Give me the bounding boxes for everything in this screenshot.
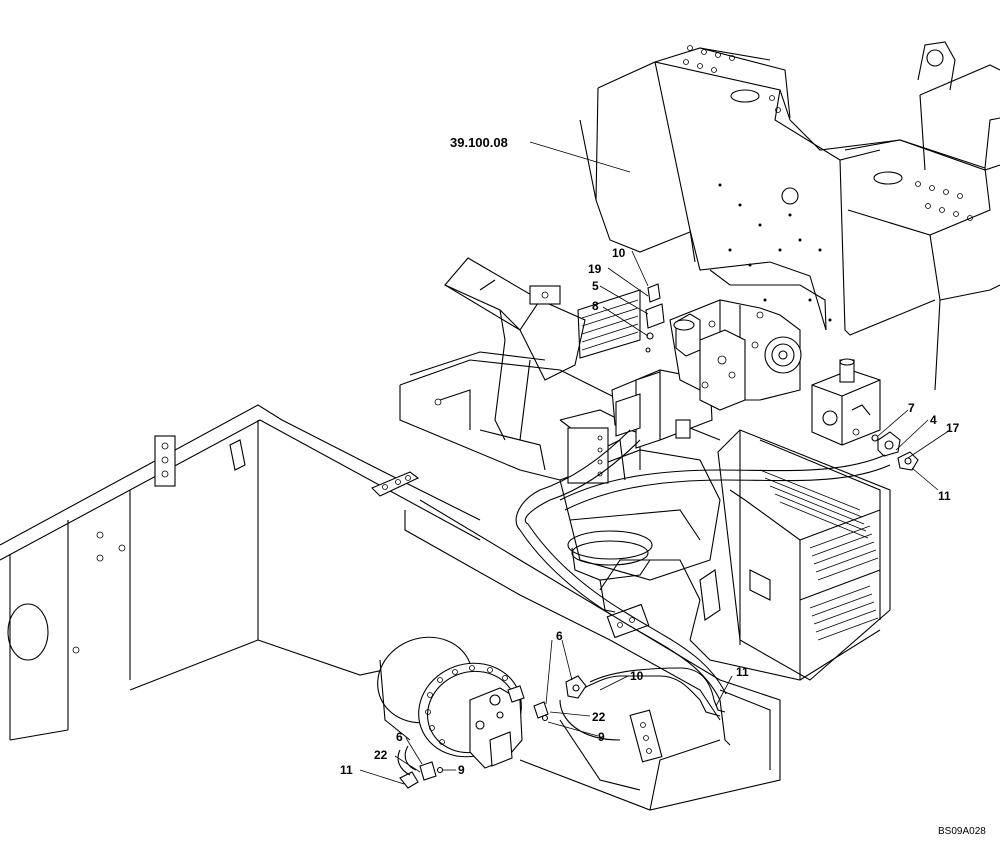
callout-9-left: 9 [458, 763, 465, 777]
callout-8: 8 [592, 299, 599, 313]
left-frame [0, 404, 481, 741]
lower-frame [404, 499, 881, 811]
hydraulic-hoses [515, 429, 891, 741]
callout-9-right: 9 [598, 730, 605, 744]
valve-block [811, 358, 881, 446]
callout-4: 4 [930, 413, 937, 427]
swing-housing [559, 449, 721, 613]
section-reference: 39.100.08 [450, 135, 508, 150]
callout-10-upper: 10 [612, 246, 626, 260]
callout-22-right: 22 [592, 710, 606, 724]
step-structure [699, 429, 891, 681]
pump-fittings [645, 283, 665, 353]
callout-11-upper: 11 [938, 489, 951, 503]
lower-fittings [397, 675, 587, 789]
callout-11-lower: 11 [340, 763, 353, 777]
leader-lines [359, 141, 951, 785]
drawing-code: BS09A028 [938, 826, 986, 837]
callout-7: 7 [908, 401, 915, 415]
hydraulic-pump [611, 269, 827, 449]
travel-motor [377, 636, 525, 769]
callout-10-lower: 10 [630, 669, 644, 683]
central-deck [399, 257, 721, 484]
callout-6-right: 6 [556, 629, 563, 643]
callout-5: 5 [592, 279, 599, 293]
callout-19: 19 [588, 262, 602, 276]
upper-fittings [871, 431, 919, 471]
callout-17: 17 [946, 421, 960, 435]
callout-6-left: 6 [396, 730, 403, 744]
callout-22-left: 22 [374, 748, 388, 762]
upper-frame [579, 41, 1000, 391]
callout-11-mid: 11 [736, 665, 749, 679]
